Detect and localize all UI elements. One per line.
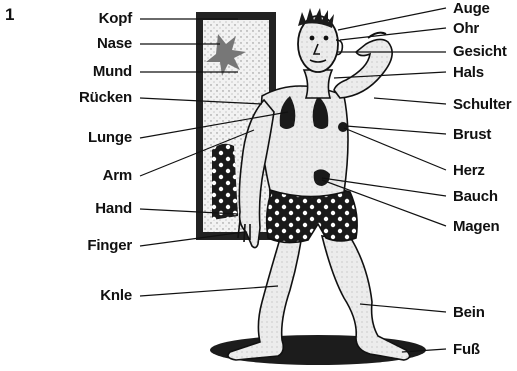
label-mund: Mund bbox=[14, 63, 132, 80]
label-hals: Hals bbox=[453, 64, 484, 81]
label-fuss: Fuß bbox=[453, 341, 480, 358]
label-knie: Knle bbox=[14, 287, 132, 304]
label-nase: Nase bbox=[14, 35, 132, 52]
label-lunge: Lunge bbox=[14, 129, 132, 146]
label-ohr: Ohr bbox=[453, 20, 479, 37]
label-bein: Bein bbox=[453, 304, 485, 321]
neck bbox=[304, 70, 332, 98]
label-brust: Brust bbox=[453, 126, 491, 143]
label-gesicht: Gesicht bbox=[453, 43, 507, 60]
label-kopf: Kopf bbox=[14, 10, 132, 27]
label-ruecken: Rücken bbox=[14, 89, 132, 106]
head bbox=[298, 8, 342, 72]
label-magen: Magen bbox=[453, 218, 500, 235]
label-bauch: Bauch bbox=[453, 188, 498, 205]
label-hand: Hand bbox=[14, 200, 132, 217]
label-schulter: Schulter bbox=[453, 96, 511, 113]
label-finger: Finger bbox=[14, 237, 132, 254]
label-arm: Arm bbox=[14, 167, 132, 184]
label-herz: Herz bbox=[453, 162, 485, 179]
label-auge: Auge bbox=[453, 0, 490, 17]
